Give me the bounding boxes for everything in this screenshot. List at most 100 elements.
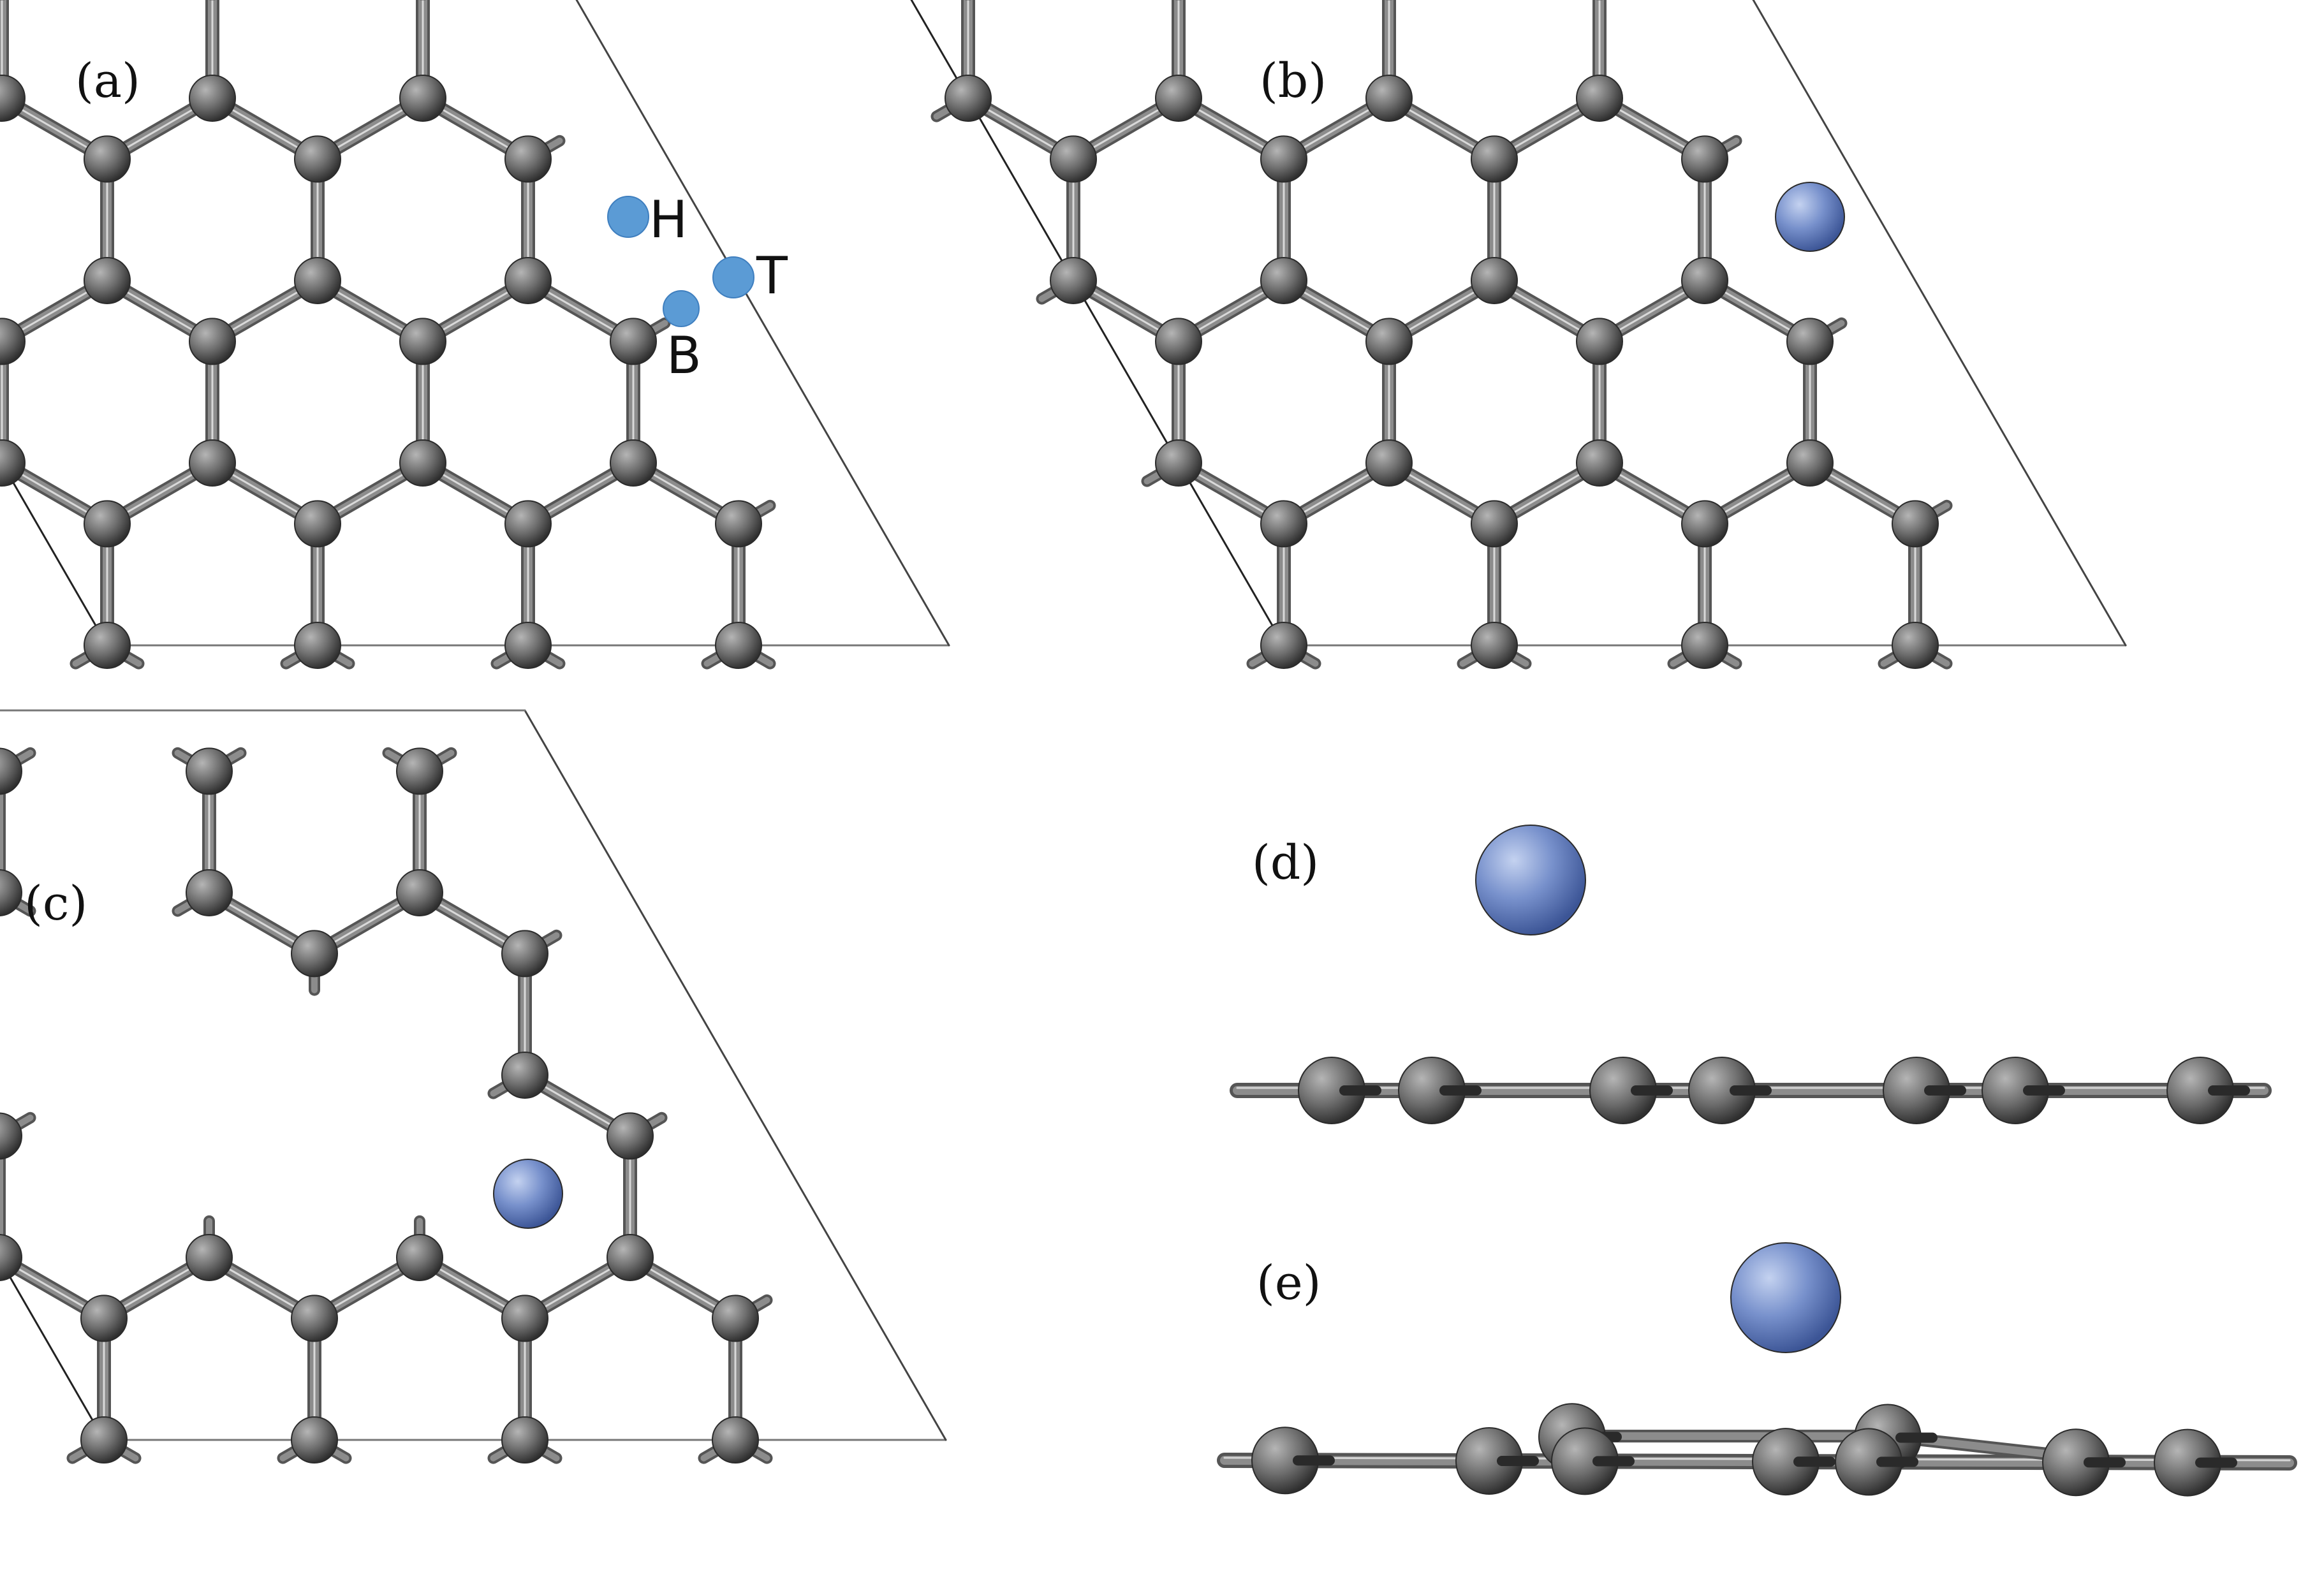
carbon-atom: [0, 1234, 22, 1281]
carbon-atom: [610, 318, 657, 365]
carbon-atom: [396, 747, 443, 795]
carbon-atom: [1050, 135, 1097, 183]
carbon-atom: [1471, 500, 1518, 548]
carbon-atom: [1576, 318, 1623, 365]
carbon-atom: [294, 500, 341, 548]
carbon-atom: [0, 318, 26, 365]
carbon-atom: [80, 1416, 128, 1464]
unit-cell-edge: [0, 1258, 105, 1441]
carbon-atom: [84, 500, 131, 548]
carbon-atom: [291, 1416, 338, 1464]
carbon-atom: [294, 135, 341, 183]
panel-a-pristine-graphene-top-view: [0, 0, 950, 670]
carbon-atom: [294, 257, 341, 304]
panel-label-c: (c): [24, 876, 87, 931]
carbon-atom: [291, 930, 338, 978]
carbon-atom: [1681, 135, 1728, 183]
carbon-atom: [607, 1112, 654, 1160]
panel-label-b: (b): [1260, 54, 1327, 108]
carbon-atom: [715, 500, 762, 548]
carbon-atom: [1260, 257, 1307, 304]
carbon-atom: [1681, 622, 1728, 669]
carbon-atom: [84, 622, 131, 669]
carbon-atom: [186, 1234, 233, 1281]
carbon-atom: [501, 1052, 548, 1099]
adatom-metal: [493, 1159, 563, 1229]
carbon-atom: [291, 1295, 338, 1342]
carbon-atom: [189, 318, 236, 365]
unit-cell-edge: [524, 709, 947, 1441]
panel-label-a: (a): [75, 54, 140, 108]
carbon-atom: [0, 75, 26, 122]
carbon-atom: [0, 1112, 22, 1160]
carbon-atom: [504, 500, 552, 548]
carbon-atom: [399, 439, 446, 487]
adatom-metal-side: [1730, 1242, 1841, 1353]
panel-b-adatom-hollow-top-view: [910, 0, 2127, 670]
site-marker-bridge: [663, 290, 700, 327]
panel-label-e: (e): [1256, 1256, 1321, 1310]
adatom-metal: [1775, 182, 1845, 252]
carbon-atom: [1471, 257, 1518, 304]
carbon-atom: [504, 257, 552, 304]
carbon-atom: [0, 439, 26, 487]
carbon-atom: [1365, 318, 1413, 365]
carbon-atom: [189, 75, 236, 122]
carbon-atom: [84, 257, 131, 304]
carbon-atom: [186, 747, 233, 795]
carbon-atom: [1260, 135, 1307, 183]
carbon-atom: [1786, 439, 1834, 487]
carbon-atom: [945, 75, 992, 122]
site-marker-hollow: [607, 196, 649, 238]
panel-label-d: (d): [1252, 835, 1319, 890]
carbon-atom: [1576, 439, 1623, 487]
carbon-atom: [1786, 318, 1834, 365]
carbon-atom: [1681, 257, 1728, 304]
carbon-atom: [504, 622, 552, 669]
carbon-atom: [504, 135, 552, 183]
carbon-atom: [715, 622, 762, 669]
carbon-atom: [0, 869, 22, 916]
adatom-metal-side: [1475, 825, 1586, 935]
carbon-atom: [1155, 75, 1202, 122]
unit-cell-edge: [1752, 0, 2127, 647]
carbon-atom: [1892, 500, 1939, 548]
site-label-top: T: [756, 246, 788, 305]
carbon-atom: [1576, 75, 1623, 122]
carbon-atom: [1471, 135, 1518, 183]
carbon-atom: [399, 318, 446, 365]
carbon-atom: [712, 1416, 759, 1464]
carbon-atom: [1681, 500, 1728, 548]
carbon-atom: [399, 75, 446, 122]
carbon-atom: [396, 869, 443, 916]
panel-d-side-view: [1230, 825, 2272, 1124]
carbon-atom: [294, 622, 341, 669]
carbon-atom: [610, 439, 657, 487]
carbon-atom: [396, 1234, 443, 1281]
carbon-atom: [0, 747, 22, 795]
carbon-atom: [501, 1416, 548, 1464]
carbon-atom: [501, 930, 548, 978]
carbon-atom: [501, 1295, 548, 1342]
carbon-atom: [607, 1234, 654, 1281]
carbon-atom: [189, 439, 236, 487]
carbon-atom: [1260, 500, 1307, 548]
site-label-hollow: H: [649, 190, 688, 249]
unit-cell-edge: [0, 457, 108, 647]
carbon-atom: [1471, 622, 1518, 669]
carbon-atom: [186, 869, 233, 916]
site-label-bridge: B: [666, 326, 702, 385]
carbon-atom: [1155, 318, 1202, 365]
site-marker-top: [712, 256, 754, 298]
panel-e-side-view-distorted: [1217, 1242, 2297, 1497]
carbon-atom: [80, 1295, 128, 1342]
carbon-atom: [1365, 75, 1413, 122]
carbon-atom: [1050, 257, 1097, 304]
carbon-atom: [1365, 439, 1413, 487]
carbon-atom: [84, 135, 131, 183]
carbon-atom: [712, 1295, 759, 1342]
panel-c-defect-vacancy-top-view: [0, 709, 947, 1464]
carbon-atom: [1892, 622, 1939, 669]
carbon-atom: [1155, 439, 1202, 487]
